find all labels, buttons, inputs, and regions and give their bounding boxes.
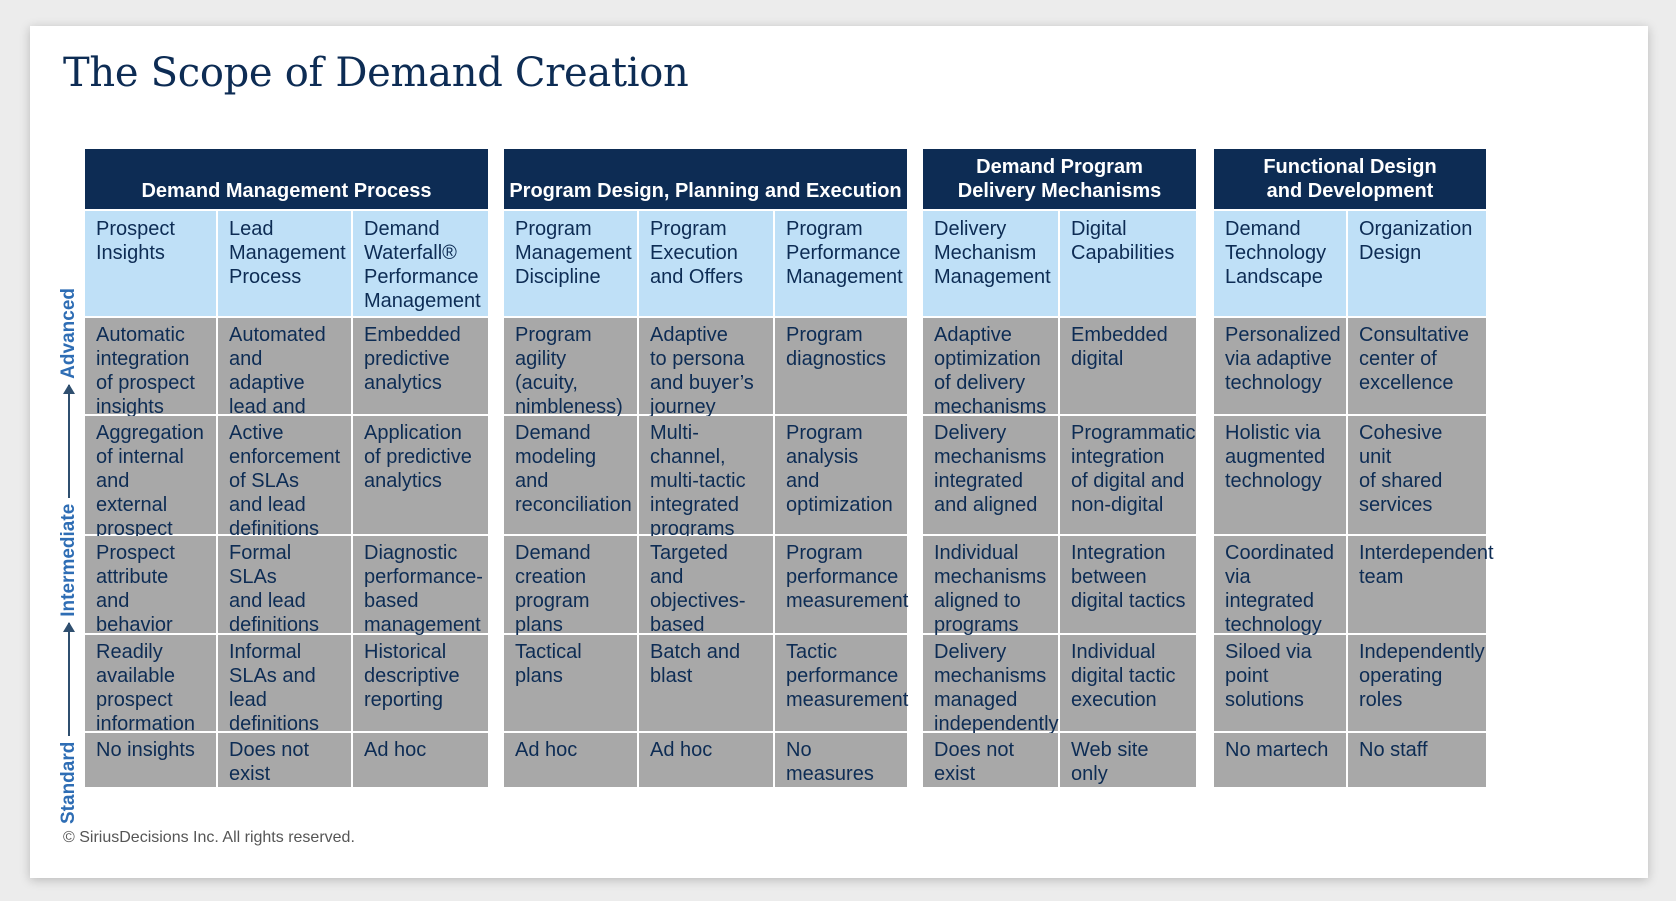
matrix-cell: No measures xyxy=(775,733,907,787)
matrix-cell: Coordinated via integrated technology xyxy=(1214,536,1346,636)
matrix-cell: Individual mechanisms aligned to program… xyxy=(923,536,1058,636)
matrix-cell: Prospect attribute and behavior enrichme… xyxy=(85,536,216,660)
matrix-cell: Does not exist xyxy=(923,733,1058,787)
group-header: Program Design, Planning and Execution xyxy=(504,149,907,209)
matrix-cell: Demand modeling and reconciliation xyxy=(504,416,637,534)
maturity-level-axis: Standard Intermediate Advanced xyxy=(52,288,86,824)
matrix-cell: Formal SLAs and lead definitions xyxy=(218,536,351,636)
matrix-cell: Adaptive to persona and buyer’s journey xyxy=(639,318,773,418)
matrix-cell: Ad hoc xyxy=(639,733,773,787)
column-header: Lead Management Process xyxy=(218,211,351,316)
matrix-cell: Tactic performance measurement xyxy=(775,635,908,731)
column-header: Demand Waterfall® Performance Management xyxy=(353,211,488,316)
matrix-cell: Cohesive unit of shared services xyxy=(1348,416,1486,534)
matrix-cell: Siloed via point solutions xyxy=(1214,635,1346,731)
matrix-cell: Multi-channel, multi-tactic integrated p… xyxy=(639,416,773,540)
axis-arrow-icon xyxy=(68,384,70,498)
matrix-cell: Integration between digital tactics xyxy=(1060,536,1196,633)
matrix-cell: Web site only xyxy=(1060,733,1196,787)
matrix-cell: Automated and adaptive lead and SLA mana… xyxy=(218,318,351,466)
matrix-cell: No staff xyxy=(1348,733,1486,787)
matrix-cell: Embedded digital xyxy=(1060,318,1196,414)
matrix-cell: Automatic integration of prospect insigh… xyxy=(85,318,216,418)
matrix-cell: Interdependent team xyxy=(1348,536,1494,633)
matrix-cell: No martech xyxy=(1214,733,1346,787)
matrix-cell: Historical descriptive reporting xyxy=(353,635,488,731)
column-header: Program Execution and Offers xyxy=(639,211,773,316)
matrix-cell: Readily available prospect information xyxy=(85,635,216,735)
axis-label-advanced: Advanced xyxy=(58,288,79,379)
matrix-cell: Program performance measurement xyxy=(775,536,908,633)
group-header: Demand Management Process xyxy=(85,149,488,209)
column-header: Program Management Discipline xyxy=(504,211,637,316)
axis-label-standard: Standard xyxy=(58,741,79,824)
column-header: Program Performance Management xyxy=(775,211,907,316)
column-header: Demand Technology Landscape xyxy=(1214,211,1346,316)
matrix-cell: Programmatic integration of digital and … xyxy=(1060,416,1196,534)
copyright-footer: © SiriusDecisions Inc. All rights reserv… xyxy=(63,829,355,846)
matrix-cell: Tactical plans xyxy=(504,635,637,731)
matrix-cell: No insights xyxy=(85,733,216,787)
matrix-cell: Demand creation program plans xyxy=(504,536,637,636)
group-header: Functional Design and Development xyxy=(1214,149,1486,209)
matrix-cell: Targeted and objectives- based programs xyxy=(639,536,773,660)
axis-arrow-icon xyxy=(68,622,70,736)
matrix-cell: Embedded predictive analytics xyxy=(353,318,488,414)
matrix-cell: Batch and blast xyxy=(639,635,773,731)
matrix-cell: Consultative center of excellence xyxy=(1348,318,1486,414)
matrix-cell: Informal SLAs and lead definitions xyxy=(218,635,351,735)
matrix-cell: Diagnostic performance- based management xyxy=(353,536,488,636)
column-header: Prospect Insights xyxy=(85,211,216,316)
matrix-cell: Active enforcement of SLAs and lead defi… xyxy=(218,416,351,540)
matrix-cell: Ad hoc xyxy=(353,733,488,787)
column-header: Digital Capabilities xyxy=(1060,211,1196,316)
page-title: The Scope of Demand Creation xyxy=(63,50,689,96)
axis-label-intermediate: Intermediate xyxy=(58,503,79,617)
matrix-cell: Program analysis and optimization xyxy=(775,416,907,534)
matrix-cell: Does not exist xyxy=(218,733,351,787)
matrix-cell: Independently operating roles xyxy=(1348,635,1486,731)
matrix-cell: Program diagnostics xyxy=(775,318,907,414)
matrix-cell: Aggregation of internal and external pro… xyxy=(85,416,216,564)
column-header: Organization Design xyxy=(1348,211,1486,316)
matrix-cell: Program agility (acuity, nimbleness) xyxy=(504,318,637,418)
matrix-cell: Ad hoc xyxy=(504,733,637,787)
matrix-cell: Delivery mechanisms managed independentl… xyxy=(923,635,1059,735)
figure-card: The Scope of Demand Creation Standard In… xyxy=(30,26,1648,878)
matrix-cell: Personalized via adaptive technology xyxy=(1214,318,1346,414)
matrix-cell: Adaptive optimization of delivery mechan… xyxy=(923,318,1058,418)
matrix-cell: Individual digital tactic execution xyxy=(1060,635,1196,731)
matrix-cell: Holistic via augmented technology xyxy=(1214,416,1346,534)
matrix-cell: Application of predictive analytics xyxy=(353,416,488,534)
column-header: Delivery Mechanism Management xyxy=(923,211,1058,316)
matrix-cell: Delivery mechanisms integrated and align… xyxy=(923,416,1058,534)
group-header: Demand Program Delivery Mechanisms xyxy=(923,149,1196,209)
